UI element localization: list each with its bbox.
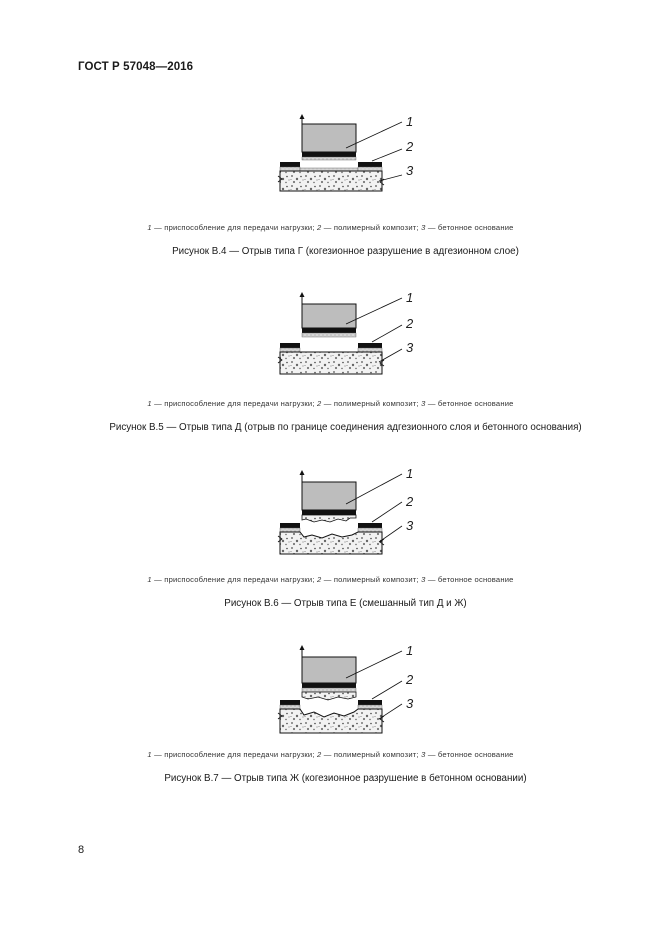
figure-caption: Рисунок В.5 — Отрыв типа Д (отрыв по гра… <box>109 422 582 433</box>
callout-2: 2 <box>405 672 414 687</box>
figure-b5: 1 2 3 1 — приспособление для передачи на… <box>0 290 661 475</box>
diagram-type-e: 1 2 3 <box>277 466 414 555</box>
figure-caption: Рисунок В.4 — Отрыв типа Г (когезионное … <box>172 246 519 257</box>
diagram-type-zh: 1 2 3 <box>277 643 414 734</box>
figure-caption: Рисунок В.7 — Отрыв типа Ж (когезионное … <box>164 773 527 784</box>
figure-legend: 1 — приспособление для передачи нагрузки… <box>147 575 514 584</box>
page-number: 8 <box>78 844 85 856</box>
callout-2: 2 <box>405 316 414 331</box>
document-header: ГОСТ Р 57048—2016 <box>78 61 194 73</box>
diagram-type-g: 1 2 3 <box>277 114 414 192</box>
figure-caption: Рисунок В.6 — Отрыв типа Е (смешанный ти… <box>224 598 467 609</box>
figure-legend: 1 — приспособление для передачи нагрузки… <box>147 399 514 408</box>
callout-2: 2 <box>405 139 414 154</box>
callout-3: 3 <box>406 163 414 178</box>
callout-1: 1 <box>406 290 413 305</box>
callout-3: 3 <box>406 696 414 711</box>
callout-3: 3 <box>406 518 414 533</box>
callout-2: 2 <box>405 494 414 509</box>
figure-b4: 1 2 3 1 — приспособление для передачи на… <box>0 114 661 299</box>
callout-1: 1 <box>406 466 413 481</box>
callout-1: 1 <box>406 643 413 658</box>
figure-legend: 1 — приспособление для передачи нагрузки… <box>147 223 514 232</box>
figure-b6: 1 2 3 1 — приспособление для передачи на… <box>0 466 661 651</box>
callout-3: 3 <box>406 340 414 355</box>
figure-b7: 1 2 3 1 — приспособление для передачи на… <box>0 641 661 826</box>
figure-legend: 1 — приспособление для передачи нагрузки… <box>147 750 514 759</box>
diagram-type-d: 1 2 3 <box>277 290 414 375</box>
callout-1: 1 <box>406 114 413 129</box>
